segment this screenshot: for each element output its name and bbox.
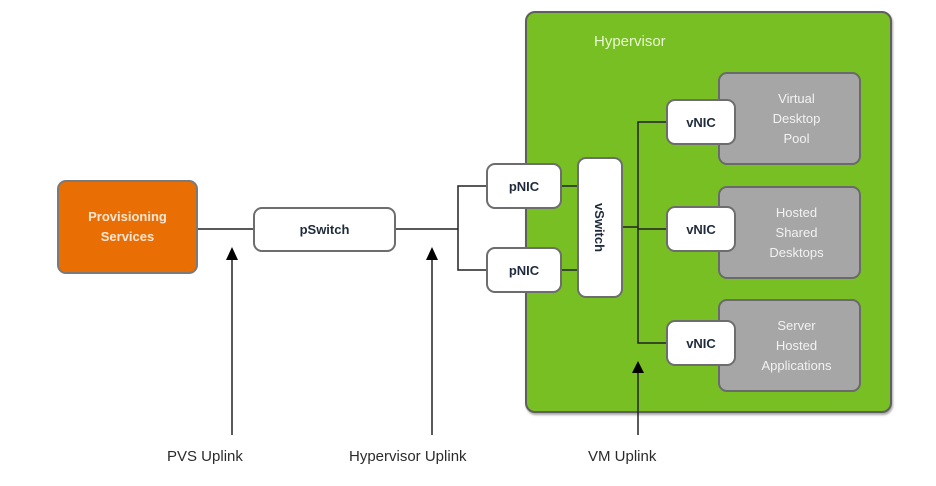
workload-line: Pool bbox=[783, 130, 810, 146]
pswitch-node[interactable]: pSwitch bbox=[253, 207, 396, 252]
vnic-node[interactable]: vNIC bbox=[666, 99, 736, 145]
provisioning-services-node[interactable]: Provisioning Services bbox=[57, 180, 198, 274]
vnic-label: vNIC bbox=[686, 221, 716, 237]
pnic-node[interactable]: pNIC bbox=[486, 247, 562, 293]
link-branch-pnics bbox=[457, 185, 486, 271]
workload-line: Desktop bbox=[772, 110, 821, 126]
vnic-node[interactable]: vNIC bbox=[666, 320, 736, 366]
vswitch-node[interactable]: vSwitch bbox=[577, 157, 623, 298]
workload-hosted-shared-desktops[interactable]: Hosted Shared Desktops bbox=[718, 186, 861, 279]
vm-uplink-label: VM Uplink bbox=[588, 448, 657, 465]
workload-line: Virtual bbox=[778, 90, 815, 106]
workload-server-hosted-applications[interactable]: Server Hosted Applications bbox=[718, 299, 861, 392]
workload-line: Shared bbox=[775, 224, 818, 240]
workload-line: Desktops bbox=[769, 244, 824, 260]
vnic-node[interactable]: vNIC bbox=[666, 206, 736, 252]
prov-label-line2: Services bbox=[100, 229, 155, 244]
pnic-label: pNIC bbox=[508, 178, 540, 194]
pvs-uplink-label: PVS Uplink bbox=[167, 448, 243, 465]
workload-line: Hosted bbox=[775, 337, 818, 353]
vswitch-label: vSwitch bbox=[592, 202, 608, 253]
workload-line: Hosted bbox=[775, 204, 818, 220]
hypervisor-uplink-label: Hypervisor Uplink bbox=[349, 448, 467, 465]
arrowhead-vm bbox=[632, 361, 644, 373]
hypervisor-title: Hypervisor bbox=[594, 33, 666, 50]
workload-virtual-desktop-pool[interactable]: Virtual Desktop Pool bbox=[718, 72, 861, 165]
link-bus-vnics bbox=[637, 121, 666, 344]
vnic-label: vNIC bbox=[686, 114, 716, 130]
pnic-label: pNIC bbox=[508, 262, 540, 278]
vnic-label: vNIC bbox=[686, 335, 716, 351]
pnic-node[interactable]: pNIC bbox=[486, 163, 562, 209]
prov-label-line1: Provisioning bbox=[88, 209, 167, 224]
workload-line: Applications bbox=[761, 357, 832, 373]
workload-line: Server bbox=[777, 317, 816, 333]
pswitch-label: pSwitch bbox=[299, 222, 350, 237]
arrowhead-hypervisor bbox=[426, 247, 438, 260]
arrowhead-pvs bbox=[226, 247, 238, 260]
